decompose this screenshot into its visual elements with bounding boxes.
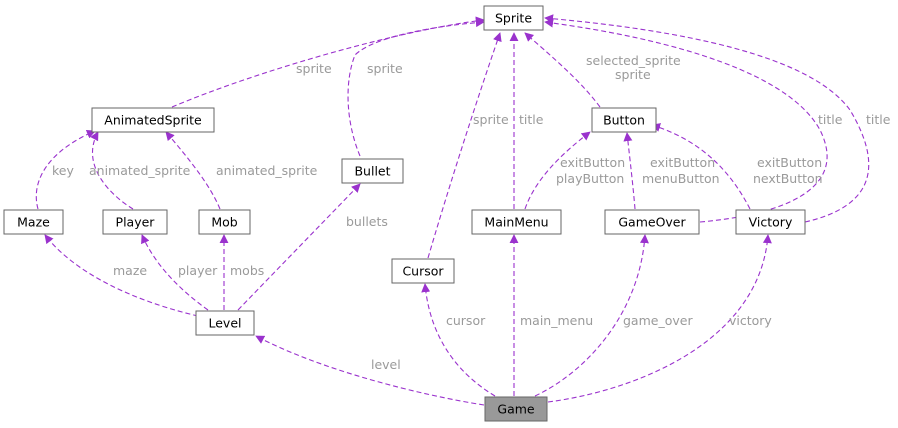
node-victory-label: Victory	[749, 215, 793, 230]
edge-button-sprite	[524, 32, 601, 108]
node-maze-label: Maze	[17, 215, 50, 230]
label-gameover-title: title	[818, 112, 843, 127]
label-victory-buttons-2: nextButton	[753, 171, 823, 186]
label-game-level: level	[371, 357, 401, 372]
node-cursor[interactable]: Cursor	[391, 258, 455, 284]
node-mob-label: Mob	[211, 215, 237, 230]
label-game-mainmenu: main_menu	[520, 313, 593, 328]
node-button[interactable]: Button	[591, 107, 657, 133]
node-player-label: Player	[116, 215, 156, 230]
node-sprite[interactable]: Sprite	[483, 5, 544, 31]
edges	[35, 14, 870, 406]
edge-labels: sprite sprite sprite title selected_spri…	[52, 53, 891, 372]
node-bullet[interactable]: Bullet	[341, 158, 404, 184]
edge-gameover-sprite	[544, 18, 828, 223]
edge-mob-animatedsprite	[165, 131, 221, 210]
node-game[interactable]: Game	[484, 396, 548, 422]
node-button-label: Button	[603, 113, 645, 128]
node-bullet-label: Bullet	[354, 164, 390, 179]
edge-maze-animatedsprite	[35, 130, 96, 210]
label-mainmenu-title: title	[519, 112, 544, 127]
node-mainmenu-label: MainMenu	[484, 215, 548, 230]
edge-victory-sprite	[544, 14, 870, 223]
edge-bullet-sprite	[347, 18, 485, 157]
label-victory-buttons-1: exitButton	[757, 155, 822, 170]
label-cursor-sprite: sprite	[473, 112, 509, 127]
label-gameover-buttons-1: exitButton	[650, 155, 715, 170]
edge-game-level	[255, 335, 485, 406]
edge-game-cursor	[421, 283, 496, 397]
label-gameover-buttons-2: menuButton	[642, 171, 720, 186]
edge-level-player	[141, 234, 209, 311]
node-animatedsprite-label: AnimatedSprite	[104, 113, 202, 128]
label-level-maze: maze	[113, 263, 147, 278]
nodes: Sprite AnimatedSprite Bullet Maze Player…	[3, 5, 806, 422]
label-game-gameover: game_over	[623, 313, 693, 328]
edge-game-gameover	[534, 234, 649, 397]
node-maze[interactable]: Maze	[3, 209, 64, 235]
label-mainmenu-buttons-2: playButton	[556, 171, 624, 186]
edge-game-victory	[547, 234, 772, 403]
node-sprite-label: Sprite	[495, 11, 532, 26]
edge-level-maze	[44, 234, 199, 317]
label-game-cursor: cursor	[446, 313, 486, 328]
node-level-label: Level	[209, 316, 242, 331]
label-level-bullets: bullets	[346, 214, 388, 229]
edge-gameover-button	[623, 132, 636, 210]
node-victory[interactable]: Victory	[735, 209, 806, 235]
node-player[interactable]: Player	[102, 209, 168, 235]
label-bullet-sprite: sprite	[367, 61, 403, 76]
node-gameover-label: GameOver	[618, 215, 686, 230]
label-player-animated-sprite: animated_sprite	[89, 163, 191, 178]
edge-player-animatedsprite	[90, 131, 134, 210]
label-level-player: player	[178, 263, 218, 278]
node-animatedsprite[interactable]: AnimatedSprite	[91, 107, 215, 133]
edge-victory-button	[651, 123, 751, 210]
node-mainmenu[interactable]: MainMenu	[471, 209, 562, 235]
node-game-label: Game	[497, 402, 535, 417]
label-mainmenu-buttons-1: exitButton	[560, 155, 625, 170]
label-button-sprites-2: sprite	[615, 67, 651, 82]
node-cursor-label: Cursor	[402, 264, 444, 279]
edge-mainmenu-button	[524, 131, 591, 210]
label-game-victory: victory	[729, 313, 772, 328]
edge-cursor-sprite	[427, 32, 502, 259]
label-victory-title: title	[866, 112, 891, 127]
edge-level-bullet	[237, 183, 361, 311]
label-level-mobs: mobs	[230, 263, 264, 278]
node-gameover[interactable]: GameOver	[604, 209, 700, 235]
label-button-sprites-1: selected_sprite	[586, 53, 681, 68]
label-mob-animated-sprite: animated_sprite	[216, 163, 318, 178]
node-level[interactable]: Level	[195, 310, 255, 336]
label-maze-key: key	[52, 163, 74, 178]
node-mob[interactable]: Mob	[198, 209, 251, 235]
label-animatedsprite-sprite: sprite	[296, 61, 332, 76]
